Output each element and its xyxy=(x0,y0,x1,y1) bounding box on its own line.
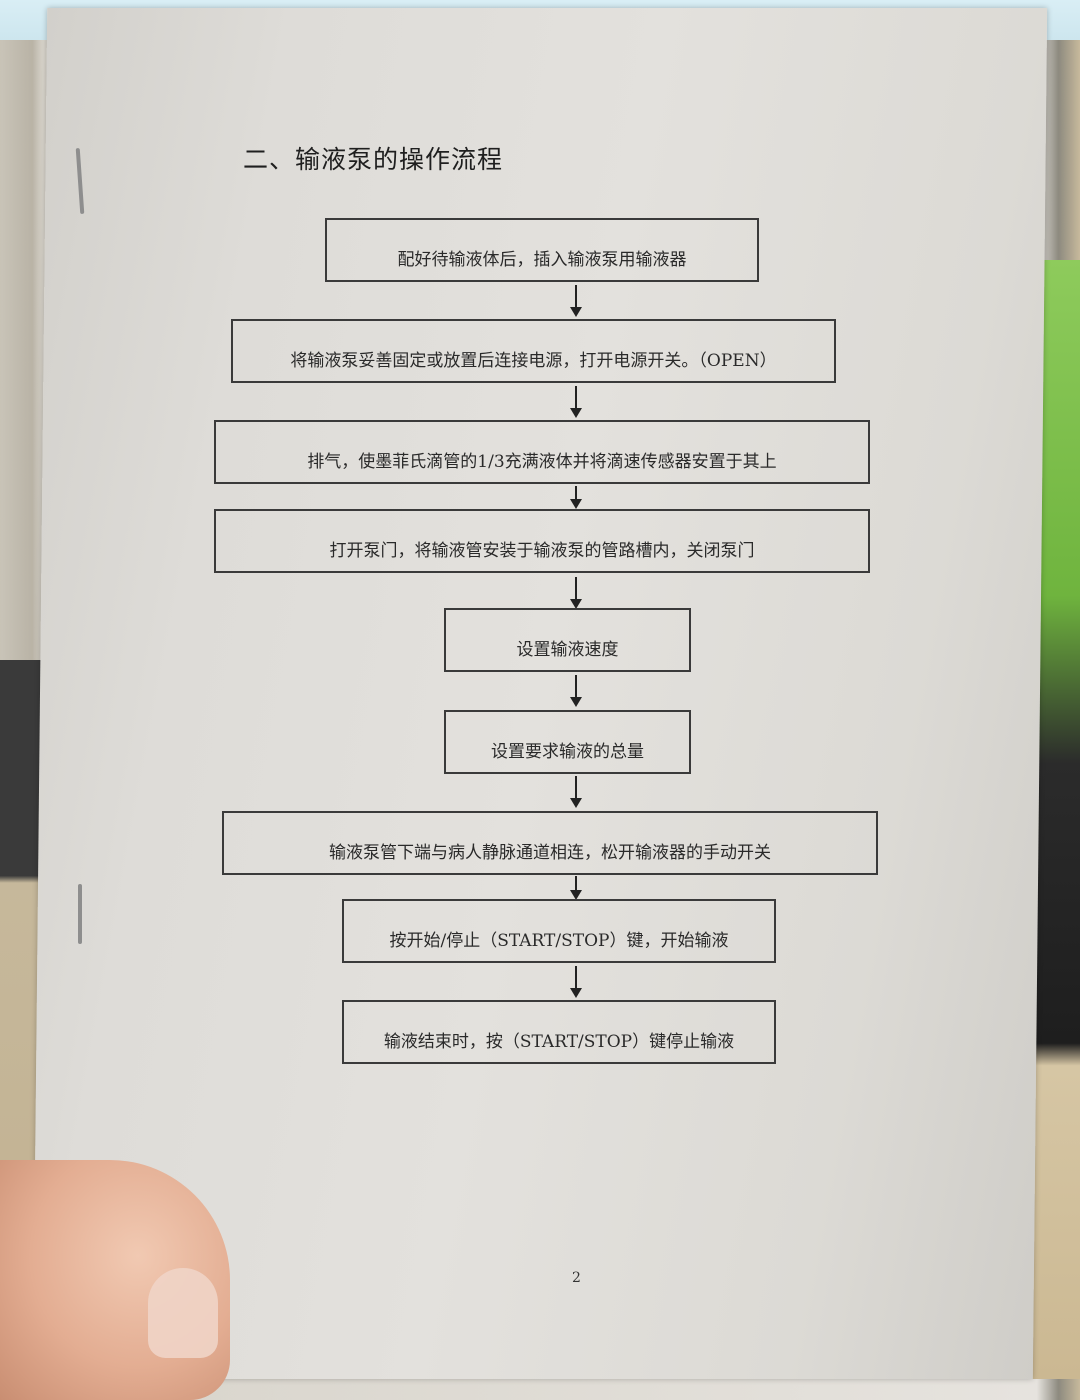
thumbnail-nail xyxy=(148,1268,218,1358)
flow-step-label: 输液泵管下端与病人静脉通道相连，松开输液器的手动开关 xyxy=(329,842,771,863)
paper-page xyxy=(32,8,1048,1379)
flow-step-label: 按开始/停止（START/STOP）键，开始输液 xyxy=(389,930,729,951)
flow-step-label: 设置要求输液的总量 xyxy=(491,741,644,762)
flow-step-7: 输液泵管下端与病人静脉通道相连，松开输液器的手动开关 xyxy=(222,811,878,875)
flow-step-5: 设置输液速度 xyxy=(444,608,691,672)
flow-step-4: 打开泵门，将输液管安装于输液泵的管路槽内，关闭泵门 xyxy=(214,509,870,573)
flow-step-label: 排气，使墨菲氏滴管的1/3充满液体并将滴速传感器安置于其上 xyxy=(307,451,777,472)
flow-step-label: 输液结束时，按（START/STOP）键停止输液 xyxy=(383,1031,735,1052)
flow-step-label: 打开泵门，将输液管安装于输液泵的管路槽内，关闭泵门 xyxy=(329,540,755,561)
flow-step-9: 输液结束时，按（START/STOP）键停止输液 xyxy=(342,1000,776,1064)
flow-step-2: 将输液泵妥善固定或放置后连接电源，打开电源开关。（OPEN） xyxy=(231,319,836,383)
staple-bottom xyxy=(78,884,82,944)
flow-step-label: 配好待输液体后，插入输液泵用输液器 xyxy=(397,249,687,270)
flow-step-1: 配好待输液体后，插入输液泵用输液器 xyxy=(325,218,759,282)
flow-step-label: 将输液泵妥善固定或放置后连接电源，打开电源开关。（OPEN） xyxy=(290,350,777,371)
arrow-down-icon xyxy=(570,386,582,418)
arrow-down-icon xyxy=(570,285,582,317)
flow-step-label: 设置输液速度 xyxy=(516,639,619,660)
section-title: 二、输液泵的操作流程 xyxy=(243,145,504,174)
arrow-down-icon xyxy=(570,675,582,707)
flow-step-8: 按开始/停止（START/STOP）键，开始输液 xyxy=(342,899,776,963)
arrow-down-icon xyxy=(570,486,582,509)
page-number: 2 xyxy=(572,1270,581,1286)
arrow-down-icon xyxy=(570,776,582,808)
flow-step-3: 排气，使墨菲氏滴管的1/3充满液体并将滴速传感器安置于其上 xyxy=(214,420,870,484)
arrow-down-icon xyxy=(570,876,582,900)
flow-step-6: 设置要求输液的总量 xyxy=(444,710,691,774)
arrow-down-icon xyxy=(570,966,582,998)
arrow-down-icon xyxy=(570,577,582,609)
